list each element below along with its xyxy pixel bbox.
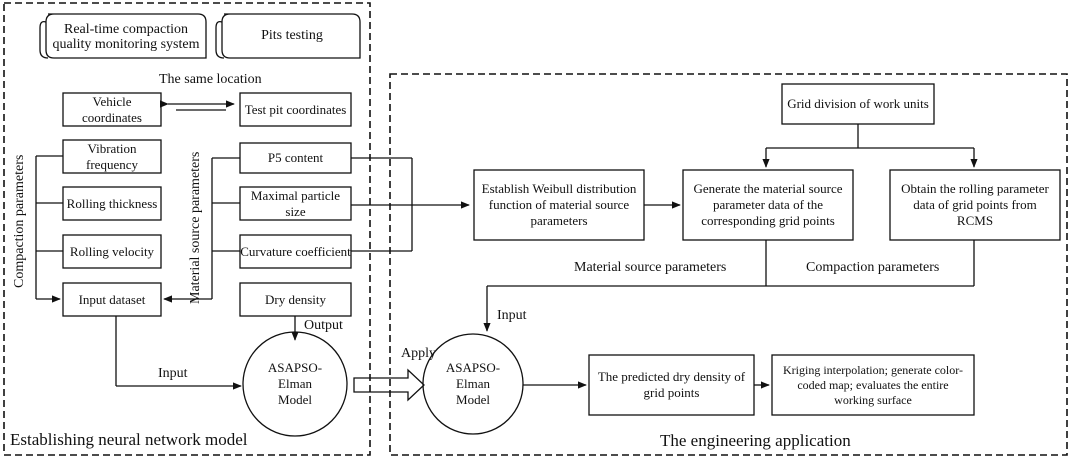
apply-label: Apply [401,346,436,361]
asapso-elman-model-right: ASAPSO-Elman Model [445,360,501,407]
material-source-parameters-label-right: Material source parameters [574,260,727,275]
right-panel-frame [389,73,1068,456]
weibull-distribution-box: Establish Weibull distribution function … [481,181,637,228]
scroll-rcms: Real-time compaction quality monitoring … [52,22,200,52]
scroll-pits-testing: Pits testing [261,28,323,43]
curvature-coefficient-box: Curvature coefficient [240,243,351,259]
input-label-left: Input [158,366,188,381]
scroll-shape-rcms [45,13,207,59]
p5-content-box: P5 content [267,150,324,165]
same-location-label: The same location [159,72,262,87]
generate-material-box: Generate the material source parameter d… [693,181,843,228]
predicted-dry-density-box: The predicted dry density of grid points [597,369,746,400]
dry-density-box: Dry density [264,291,327,307]
vibration-frequency-box: Vibration frequency [86,140,138,172]
scroll-shape-pits [221,13,361,59]
output-label: Output [304,318,343,333]
material-source-parameters-label: Material source parameters [188,151,203,304]
compaction-parameters-label: Compaction parameters [12,154,27,288]
test-pit-coordinates-box: Test pit coordinates [244,101,347,117]
apply-arrow-shape [353,368,425,402]
rolling-thickness-box: Rolling thickness [66,195,158,211]
asapso-elman-model-left: ASAPSO-Elman Model [267,360,323,407]
rolling-velocity-box: Rolling velocity [69,243,155,259]
vehicle-coordinates-box: Vehicle coordinates [82,93,142,125]
maximal-particle-size-box: Maximal particle size [250,187,341,219]
left-panel-frame [3,2,371,456]
obtain-rolling-box: Obtain the rolling parameter data of gri… [901,181,1049,228]
left-panel-title: Establishing neural network model [10,430,248,449]
kriging-interpolation-box: Kriging interpolation; generate color-co… [782,362,964,407]
compaction-parameters-label-right: Compaction parameters [806,260,940,275]
input-dataset-box: Input dataset [78,291,146,307]
grid-division-box: Grid division of work units [787,96,929,111]
right-panel-title: The engineering application [660,431,851,450]
input-label-right: Input [497,308,527,323]
